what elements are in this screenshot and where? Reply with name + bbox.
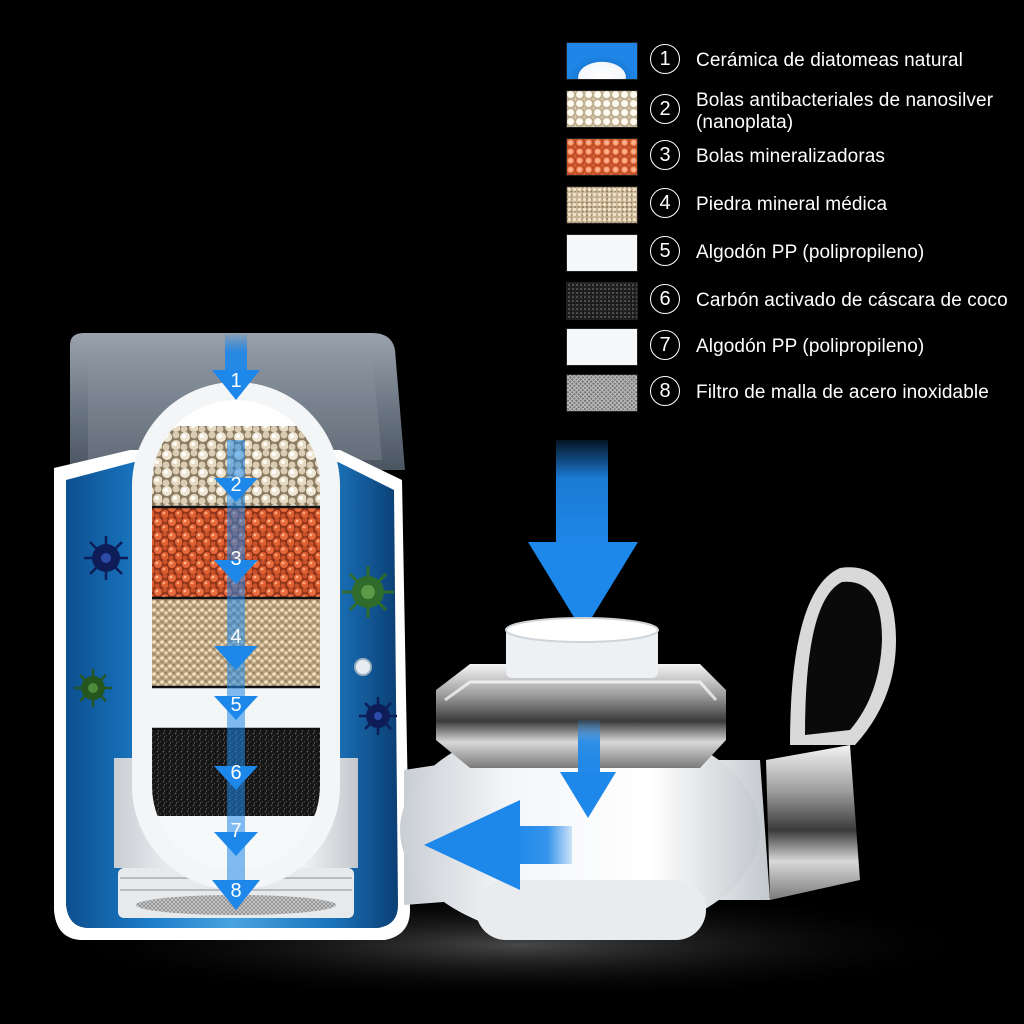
inflow-arrow (556, 440, 608, 550)
pp-cotton-swatch (566, 234, 638, 272)
legend-number: 6 (650, 284, 680, 314)
legend-label: Cerámica de diatomeas natural (696, 50, 963, 71)
legend-label-line1: Bolas antibacteriales de nanosilver (696, 90, 994, 111)
legend-label: Carbón activado de cáscara de coco (696, 290, 1008, 311)
legend-row-7: 7 Algodón PP (polipropileno) (566, 328, 1016, 374)
stage-number-4: 4 (230, 626, 242, 648)
stage-number-5: 5 (230, 694, 242, 716)
ceramic-swatch (566, 42, 638, 80)
pp-cotton-swatch (566, 328, 638, 366)
activated-carbon-swatch (566, 282, 638, 320)
legend-row-1: 1 Cerámica de diatomeas natural (566, 42, 1016, 88)
stage-number-7: 7 (230, 820, 242, 842)
virus-icon (342, 566, 394, 618)
stage-number-2: 2 (230, 474, 242, 496)
legend-label: Bolas antibacteriales de nanosilver (nan… (696, 90, 993, 134)
antibacterial-balls-swatch (566, 90, 638, 128)
faucet-adapter (400, 440, 896, 940)
filter-cartridge-cutaway (132, 334, 340, 910)
legend-row-4: 4 Piedra mineral médica (566, 186, 1016, 232)
mineral-balls-swatch (566, 138, 638, 176)
stage-number-8: 8 (230, 880, 242, 902)
legend-label: Filtro de malla de acero inoxidable (696, 382, 989, 403)
legend-row-8: 8 Filtro de malla de acero inoxidable (566, 374, 1016, 420)
virus-icon (74, 669, 112, 707)
legend-number: 1 (650, 44, 680, 74)
legend-row-5: 5 Algodón PP (polipropileno) (566, 234, 1016, 280)
legend-row-2: 2 Bolas antibacteriales de nanosilver (n… (566, 90, 1016, 136)
legend-label: Piedra mineral médica (696, 194, 888, 215)
stage-number-6: 6 (230, 762, 242, 784)
legend-label: Algodón PP (polipropileno) (696, 336, 925, 357)
stage-number-1: 1 (230, 370, 242, 392)
legend-number: 4 (650, 188, 680, 218)
legend-label-line2: (nanoplata) (696, 112, 794, 133)
legend-label: Algodón PP (polipropileno) (696, 242, 925, 263)
legend-label: Bolas mineralizadoras (696, 146, 886, 167)
legend-number: 5 (650, 236, 680, 266)
legend-row-6: 6 Carbón activado de cáscara de coco (566, 282, 1016, 328)
steel-mesh-swatch (566, 374, 638, 412)
legend-number: 2 (650, 94, 680, 124)
outflow-arrow (510, 826, 572, 864)
legend-number: 8 (650, 376, 680, 406)
stage-number-3: 3 (230, 548, 242, 570)
legend-number: 3 (650, 140, 680, 170)
legend-row-3: 3 Bolas mineralizadoras (566, 138, 1016, 184)
legend-number: 7 (650, 330, 680, 360)
mineral-stone-swatch (566, 186, 638, 224)
germ-icon (359, 697, 397, 735)
germ-icon (84, 536, 128, 580)
